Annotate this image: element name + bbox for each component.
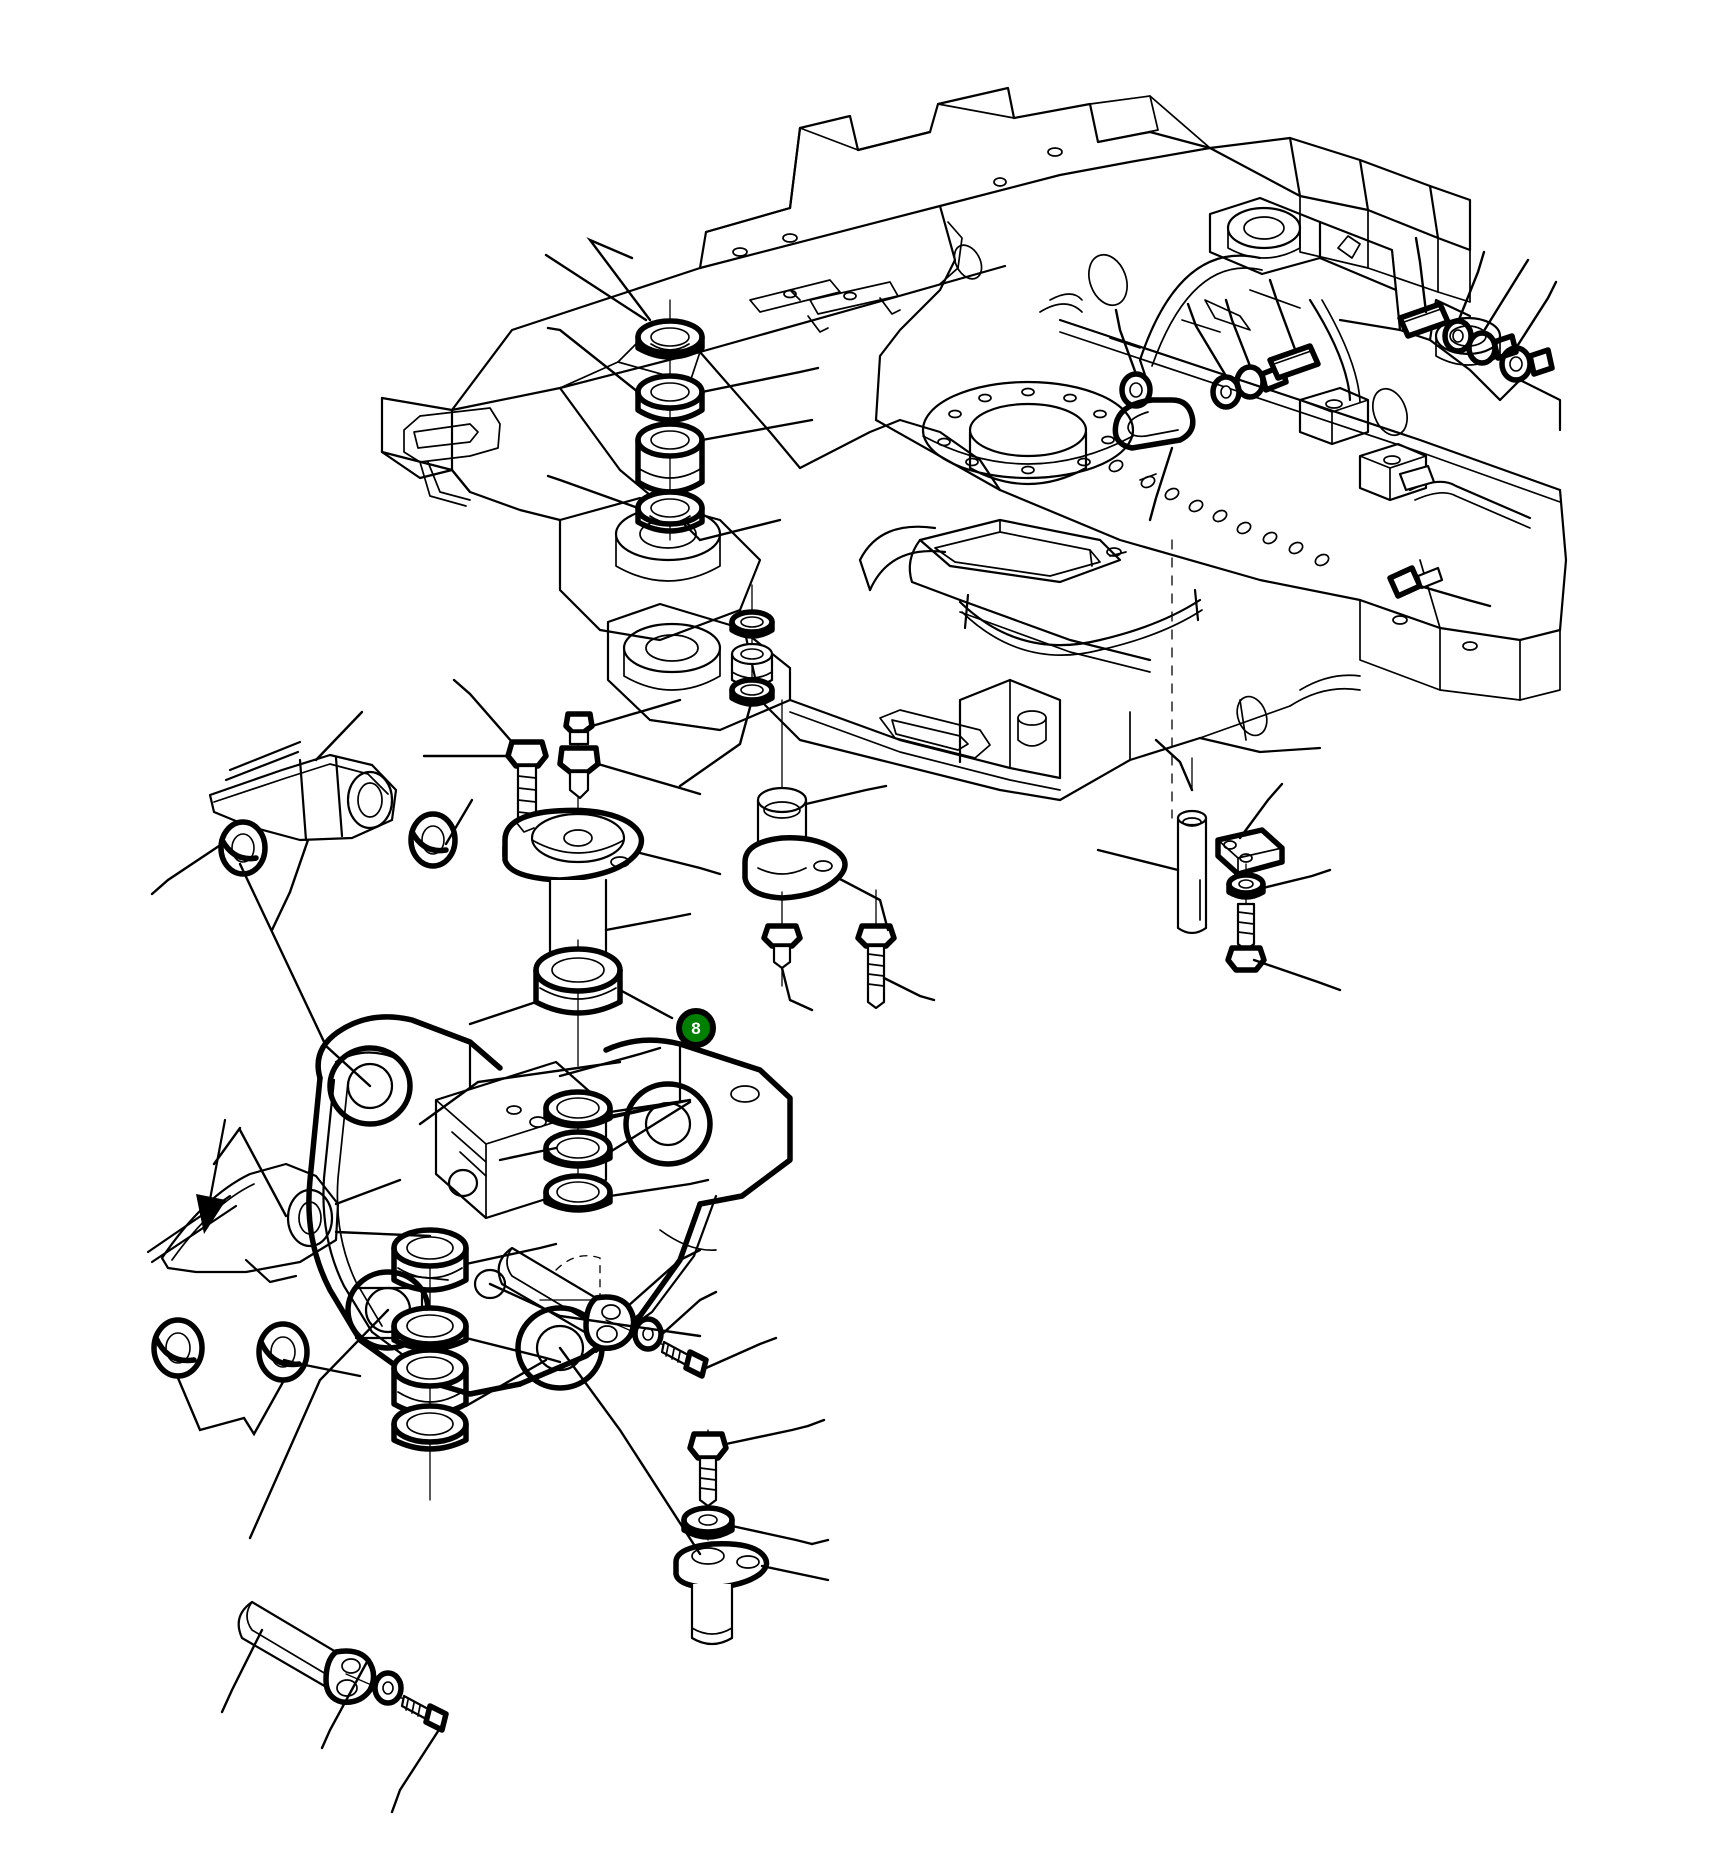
bottom-fastener-group [673, 1429, 770, 1646]
badge-leader-line [618, 988, 674, 1020]
hydraulic-fittings [1112, 301, 1555, 599]
highlight-badge-wrap: 8 [676, 1008, 716, 1048]
right-fastener-group [1176, 757, 1285, 973]
highlight-badge-8[interactable]: 8 [676, 1008, 716, 1048]
leader-lines [150, 236, 1558, 1814]
pivot-bushing-highlight [533, 939, 623, 1067]
pin-collar-center [742, 699, 848, 901]
pin-retainer-fasteners-lower [372, 1670, 449, 1733]
retainer-plate-pivot [502, 807, 645, 883]
pivot-pin-lower [237, 1600, 421, 1707]
snap-rings-group [543, 1089, 613, 1213]
direction-arrow [196, 1118, 227, 1234]
upper-pivot-stack [635, 299, 705, 541]
main-frame [380, 86, 1568, 819]
cylinder-rod-upper [208, 740, 398, 842]
small-pivot-stack [729, 584, 775, 707]
center-fasteners [761, 889, 897, 1010]
lower-pivot-stack [391, 1227, 469, 1501]
